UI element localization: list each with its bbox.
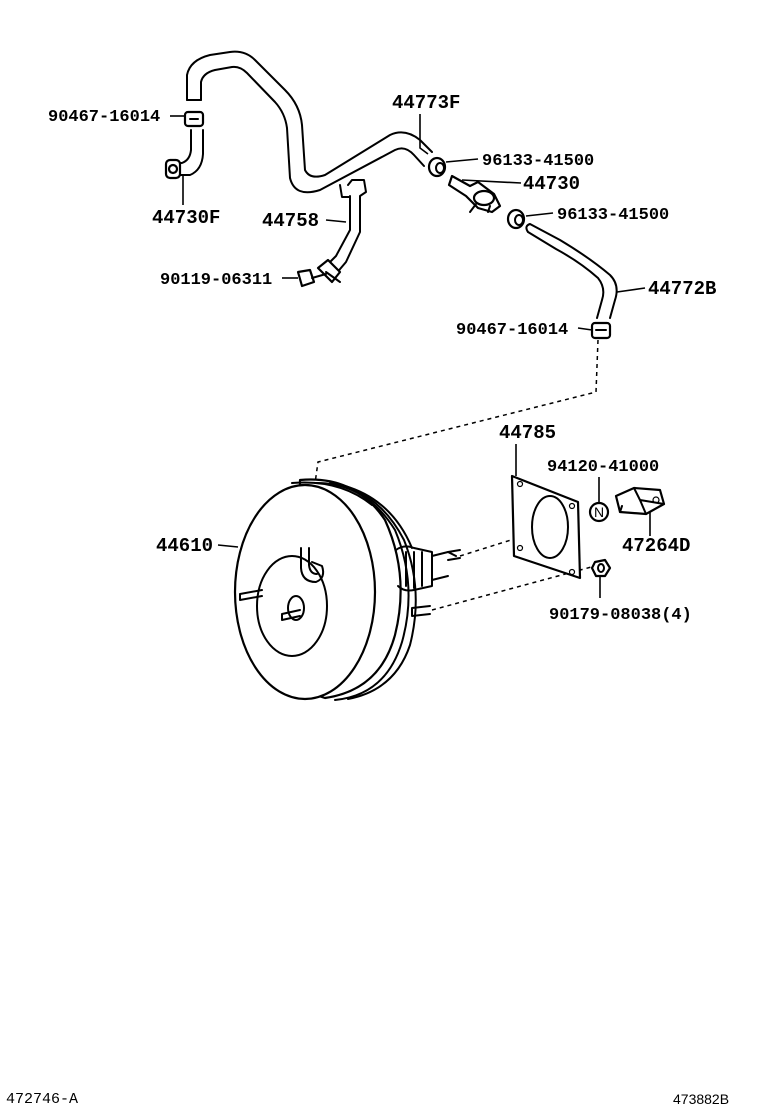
hose-clip-96133-41500-a <box>427 156 447 178</box>
label-44730f: 44730F <box>152 207 220 229</box>
nut-letter: N <box>594 504 604 520</box>
label-44610: 44610 <box>156 535 213 557</box>
label-47264d: 47264D <box>622 535 690 557</box>
leader-lines <box>170 114 661 598</box>
clamp-90467-16014-top <box>183 110 205 128</box>
clamp-90467-16014-mid <box>590 321 612 340</box>
label-96133-41500-a: 96133-41500 <box>482 152 594 171</box>
label-96133-41500-b: 96133-41500 <box>557 206 669 225</box>
part-number-labels: 90467-16014 44730F 44773F 96133-41500 44… <box>48 92 716 625</box>
nut-90179-08038 <box>590 558 612 578</box>
label-90179-08038: 90179-08038(4) <box>549 606 692 625</box>
connection-line <box>305 339 599 549</box>
vacuum-hose-44772b <box>525 223 618 319</box>
nut-94120-41000: N <box>588 501 610 523</box>
bolt-90119-06311 <box>296 268 327 288</box>
bracket-44758 <box>316 179 367 284</box>
hose-clip-96133-41500-b <box>506 208 526 230</box>
label-44772b: 44772B <box>648 278 716 300</box>
label-44785: 44785 <box>499 422 556 444</box>
vacuum-hose-44773f <box>186 50 433 194</box>
footer-left-code: 472746-A <box>6 1091 78 1108</box>
label-44773f: 44773F <box>392 92 460 114</box>
label-44730: 44730 <box>523 173 580 195</box>
label-90119-06311: 90119-06311 <box>160 271 272 290</box>
footer-right-code: 473882B <box>673 1091 729 1107</box>
brake-booster-44610 <box>233 478 461 701</box>
check-valve-44730f <box>164 129 204 180</box>
check-valve-44730 <box>447 174 502 214</box>
label-44758: 44758 <box>262 210 319 232</box>
clevis-47264d <box>614 486 666 516</box>
label-94120-41000: 94120-41000 <box>547 458 659 477</box>
gasket-44785 <box>510 474 582 580</box>
label-90467-16014-top: 90467-16014 <box>48 108 160 127</box>
label-90467-16014-mid: 90467-16014 <box>456 321 568 340</box>
